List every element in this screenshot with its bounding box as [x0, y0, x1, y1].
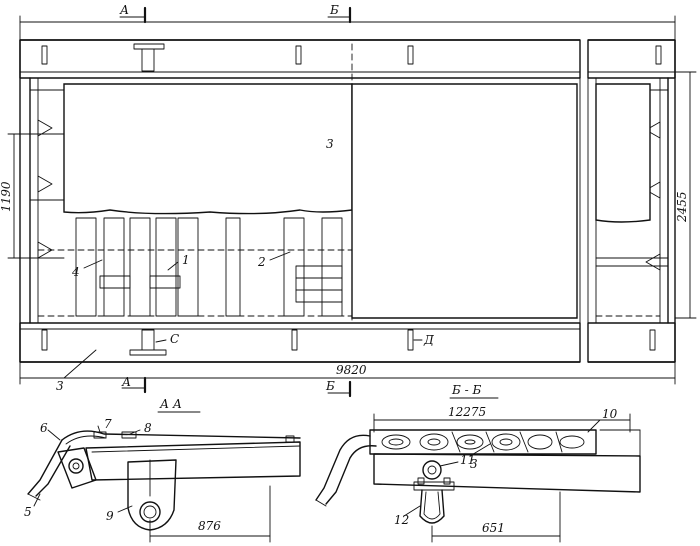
- label-c: С: [170, 332, 179, 346]
- label-3-side: 3: [56, 379, 64, 393]
- wood-grain: [381, 431, 585, 453]
- mark-a-top: А: [119, 3, 129, 17]
- label-3-cover: 3: [326, 137, 334, 151]
- label-3-section: 3: [470, 457, 478, 471]
- label-4: 4: [71, 265, 80, 279]
- section-b-b: Б - Б 12275: [315, 383, 641, 543]
- section-marks: А Б А Б: [119, 3, 352, 398]
- label-6: 6: [40, 421, 48, 435]
- plan-view: 3 4 1 2 С Д 3: [19, 36, 676, 393]
- cover-sheet-right: [351, 83, 578, 319]
- label-12: 12: [394, 513, 409, 527]
- mark-b-bottom: Б: [325, 379, 335, 393]
- lug-top: [133, 43, 165, 72]
- top-side-beam: [19, 39, 581, 79]
- label-2: 2: [257, 255, 266, 269]
- title-b-b: Б - Б: [451, 383, 482, 397]
- dimensions: 9820 2455 1190: [0, 15, 697, 385]
- label-d: Д: [423, 333, 434, 347]
- label-10: 10: [602, 407, 618, 421]
- dim-2455: 2455: [675, 191, 689, 223]
- break-gap: [580, 36, 588, 366]
- label-5: 5: [24, 505, 32, 519]
- label-1: 1: [182, 253, 190, 267]
- section-a-a: А А 876 6 7: [24, 397, 301, 543]
- label-11: 11: [460, 453, 475, 467]
- bottom-side-beam: [19, 322, 581, 363]
- dim-651: 651: [482, 521, 505, 535]
- dim-9820: 9820: [336, 363, 367, 377]
- cross-members: [75, 217, 343, 317]
- mark-a-bottom: А: [121, 375, 131, 389]
- mark-b-top: Б: [329, 3, 339, 17]
- stake-pockets: [41, 45, 662, 351]
- cover-sheet-left: [63, 83, 353, 215]
- title-a-a: А А: [159, 397, 182, 411]
- lug-bottom: [129, 329, 167, 356]
- dim-1190: 1190: [0, 181, 13, 212]
- cover-sheet-end: [595, 83, 651, 223]
- label-9: 9: [106, 509, 114, 523]
- label-7: 7: [104, 417, 112, 431]
- dim-876: 876: [198, 519, 221, 533]
- label-8: 8: [144, 421, 152, 435]
- end-brackets: [37, 119, 661, 271]
- dim-12275: 12275: [448, 405, 486, 419]
